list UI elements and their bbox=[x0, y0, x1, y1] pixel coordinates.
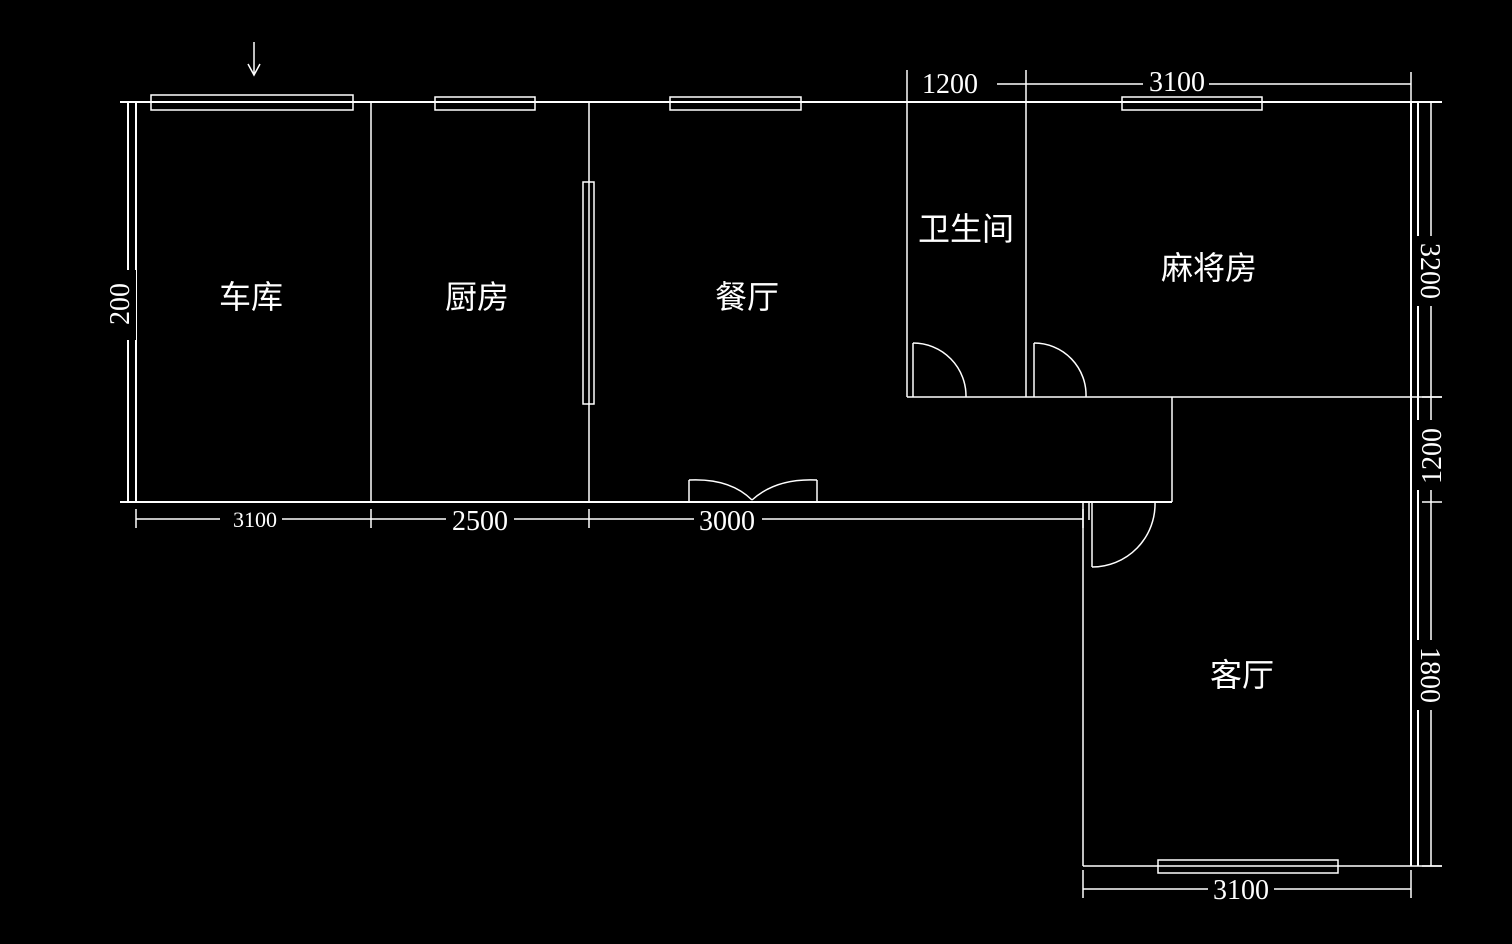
room-labels: 车库 厨房 餐厅 卫生间 麻将房 客厅 bbox=[219, 210, 1274, 694]
door-mahjong bbox=[1033, 342, 1087, 398]
window-living bbox=[1157, 859, 1339, 874]
window-kitchen bbox=[434, 96, 536, 111]
dim-left-height: 200 bbox=[105, 283, 136, 325]
room-label-mahjong: 麻将房 bbox=[1161, 249, 1257, 287]
dimension-lines bbox=[127, 70, 1442, 898]
dim-top-mahjong: 3100 bbox=[1149, 67, 1205, 98]
room-label-bathroom: 卫生间 bbox=[918, 210, 1014, 248]
room-label-living: 客厅 bbox=[1210, 656, 1274, 694]
door-living bbox=[1091, 501, 1156, 568]
dimension-text-masks bbox=[102, 66, 1446, 904]
dim-bottom-garage: 3100 bbox=[233, 507, 277, 532]
window-mahjong bbox=[1121, 96, 1263, 111]
room-label-kitchen: 厨房 bbox=[445, 278, 509, 316]
doors bbox=[688, 342, 1156, 568]
dim-top-bathroom: 1200 bbox=[922, 69, 978, 100]
door-dining-double bbox=[688, 479, 818, 502]
window-kitchen-dining-partition bbox=[582, 181, 595, 405]
dimension-labels: 3100 2500 3000 1200 3100 3100 200 3200 1… bbox=[105, 67, 1448, 906]
room-label-dining: 餐厅 bbox=[715, 278, 779, 316]
room-label-garage: 车库 bbox=[219, 278, 283, 316]
windows bbox=[150, 94, 1339, 874]
dim-bottom-living: 3100 bbox=[1213, 875, 1269, 906]
door-bathroom bbox=[912, 342, 967, 398]
dim-right-living: 1800 bbox=[1414, 647, 1445, 703]
dim-bottom-dining: 3000 bbox=[699, 506, 755, 537]
window-dining bbox=[669, 96, 802, 111]
dim-right-passage: 1200 bbox=[1417, 428, 1448, 484]
dim-right-mahjong: 3200 bbox=[1414, 243, 1445, 299]
dim-bottom-kitchen: 2500 bbox=[452, 506, 508, 537]
walls bbox=[120, 101, 1442, 867]
entrance-arrow-icon bbox=[247, 42, 261, 77]
